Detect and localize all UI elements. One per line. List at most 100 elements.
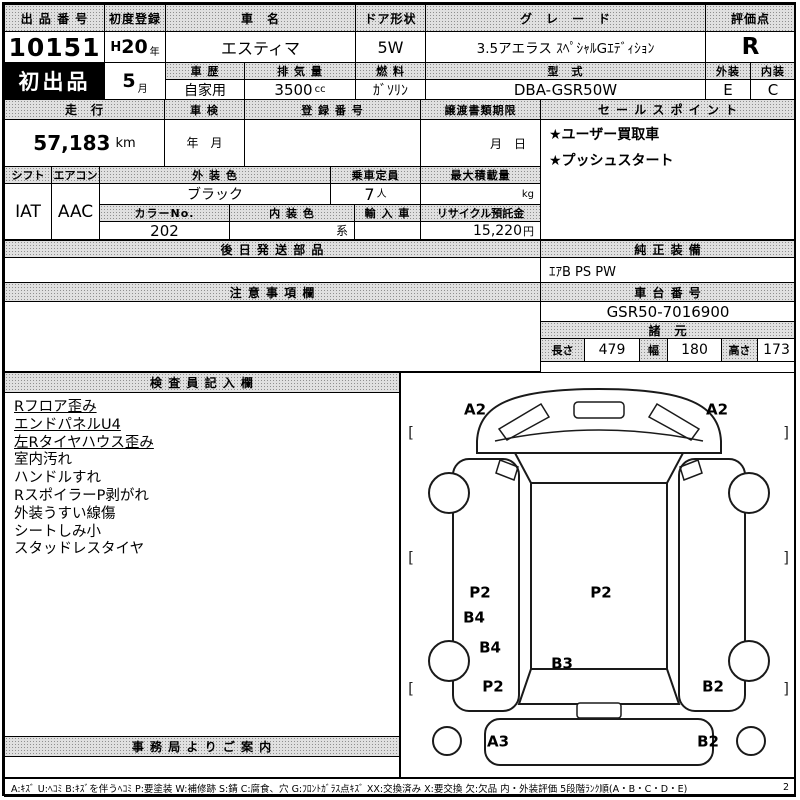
rear-bumper bbox=[484, 718, 714, 766]
recycle-deposit-value: 15,220 bbox=[473, 222, 522, 239]
mileage-unit: km bbox=[115, 135, 136, 151]
office-panel-label: 事 務 局 よ り ご 案 内 bbox=[4, 736, 400, 757]
fuel-label: 燃 料 bbox=[355, 62, 426, 80]
damage-code-b4: B4 bbox=[463, 608, 485, 627]
lot-number-label: 出 品 番 号 bbox=[4, 4, 105, 32]
inspector-note: シートしみ小 bbox=[14, 523, 101, 540]
wheel-rear-right bbox=[728, 640, 770, 682]
max-load-unit: kg bbox=[521, 189, 534, 200]
inspector-note: ハンドルすれ bbox=[14, 470, 101, 487]
door-shape-label: ドア形状 bbox=[355, 4, 426, 32]
legend-bar: A:ｷｽﾞ U:ﾍｺﾐ B:ｷｽﾞを伴うﾍｺﾐ P:要塗装 W:補修跡 S:錆 … bbox=[4, 778, 796, 797]
lot-number: 10151 bbox=[4, 31, 105, 63]
chassis-number-label: 車 台 番 号 bbox=[540, 282, 796, 302]
model-code-label: 型 式 bbox=[425, 62, 706, 80]
shift-value: IAT bbox=[4, 183, 52, 240]
interior-color: 系 bbox=[229, 221, 355, 240]
import-label: 輸 入 車 bbox=[354, 204, 421, 222]
interior-score-label: 内装 bbox=[750, 62, 796, 80]
color-no-label: カラーNo. bbox=[99, 204, 230, 222]
inspector-note: RスポイラーP剥がれ bbox=[14, 487, 149, 504]
month-suffix: 月 bbox=[137, 84, 148, 95]
transfer-docs-label: 譲渡書類期限 bbox=[420, 99, 541, 120]
displacement-unit: cc bbox=[314, 84, 326, 95]
spec-width-label: 幅 bbox=[639, 338, 668, 362]
later-parts-value bbox=[4, 257, 541, 283]
rear-window bbox=[517, 668, 681, 705]
damage-code-b3: B3 bbox=[551, 654, 573, 673]
exterior-color-label: 外 装 色 bbox=[99, 166, 331, 184]
inspector-note: 左Rタイヤハウス歪み bbox=[14, 434, 154, 451]
registration-number bbox=[244, 119, 421, 167]
history-label: 車 歴 bbox=[165, 62, 245, 80]
capacity-label: 乗車定員 bbox=[330, 166, 421, 184]
headlight-left bbox=[497, 402, 551, 441]
headlight-right bbox=[647, 402, 701, 441]
sales-points-value: ★ユーザー買取車★プッシュスタート bbox=[540, 119, 796, 240]
side-panel-right bbox=[678, 458, 746, 712]
notes-section-label: 注 意 事 項 欄 bbox=[4, 282, 541, 302]
first-reg-label: 初度登録 bbox=[104, 4, 166, 32]
front-section bbox=[476, 387, 722, 454]
inspector-note: スタッドレスタイヤ bbox=[14, 541, 145, 558]
damage-code-a2: A2 bbox=[463, 400, 487, 419]
transfer-docs-deadline: 月 日 bbox=[420, 119, 541, 167]
genuine-equipment-label: 純 正 装 備 bbox=[540, 240, 796, 258]
page-code: 2 bbox=[782, 782, 789, 793]
bracket-mark: ] bbox=[783, 423, 789, 442]
bracket-mark: [ bbox=[408, 679, 414, 698]
grade: 3.5アエラス ｽﾍﾟｼｬﾙGｴﾃﾞｨｼｮﾝ bbox=[425, 31, 706, 63]
lot-number-value: 10151 bbox=[8, 32, 101, 62]
capacity-value: 7 bbox=[364, 184, 375, 204]
car-name-label: 車 名 bbox=[165, 4, 356, 32]
wheel-rear-left bbox=[428, 640, 470, 682]
displacement-label: 排 気 量 bbox=[244, 62, 356, 80]
shift-label: シフト bbox=[4, 166, 52, 184]
exterior-color: ブラック bbox=[99, 183, 331, 205]
import-value bbox=[354, 221, 421, 240]
reg-year: 20 bbox=[121, 36, 148, 58]
interior-color-suffix: 系 bbox=[335, 224, 348, 238]
capacity-unit: 人 bbox=[376, 189, 387, 200]
mileage-value: 57,183 bbox=[33, 131, 111, 155]
bracket-mark: ] bbox=[783, 548, 789, 567]
bracket-mark: [ bbox=[408, 548, 414, 567]
spec-length: 479 bbox=[584, 338, 640, 362]
inspection-label: 車 検 bbox=[164, 99, 245, 120]
year-suffix: 年 bbox=[149, 47, 160, 58]
damage-code-b2: B2 bbox=[702, 677, 724, 696]
mileage-label: 走 行 bbox=[4, 99, 165, 120]
car-name: エスティマ bbox=[165, 31, 356, 63]
wheel-front-right bbox=[728, 472, 770, 514]
inspector-note: 室内汚れ bbox=[14, 452, 72, 469]
bracket-mark: ] bbox=[783, 679, 789, 698]
sales-points-label: セ ー ル ス ポ イ ン ト bbox=[540, 99, 796, 120]
inspection-expiry: 年 月 bbox=[164, 119, 245, 167]
damage-code-b4: B4 bbox=[479, 638, 501, 657]
fuel: ｶﾞｿﾘﾝ bbox=[355, 79, 426, 100]
spec-length-label: 長さ bbox=[540, 338, 585, 362]
recycle-deposit-label: リサイクル預託金 bbox=[420, 204, 541, 222]
model-code: DBA-GSR50W bbox=[425, 79, 706, 100]
spec-width: 180 bbox=[667, 338, 722, 362]
damage-code-a2: A2 bbox=[705, 400, 729, 419]
front-garnish bbox=[573, 401, 625, 419]
sales-point-item: ★ユーザー買取車 bbox=[549, 127, 660, 143]
mirror-left bbox=[495, 459, 519, 481]
interior-score: C bbox=[750, 79, 796, 100]
chassis-number: GSR50-7016900 bbox=[540, 301, 796, 322]
interior-color-label: 内 装 色 bbox=[229, 204, 355, 222]
exterior-score: E bbox=[705, 79, 751, 100]
notes-section-value bbox=[4, 301, 541, 372]
aircon-value: AAC bbox=[51, 183, 100, 240]
first-listing-badge: 初出品 bbox=[4, 62, 105, 100]
inspector-note: Rフロア歪み bbox=[14, 399, 97, 415]
side-panel-left bbox=[452, 458, 520, 712]
aircon-label: エアコン bbox=[51, 166, 100, 184]
genuine-equipment: ｴｱB PS PW bbox=[540, 257, 796, 283]
rear-license-plate bbox=[576, 702, 622, 719]
